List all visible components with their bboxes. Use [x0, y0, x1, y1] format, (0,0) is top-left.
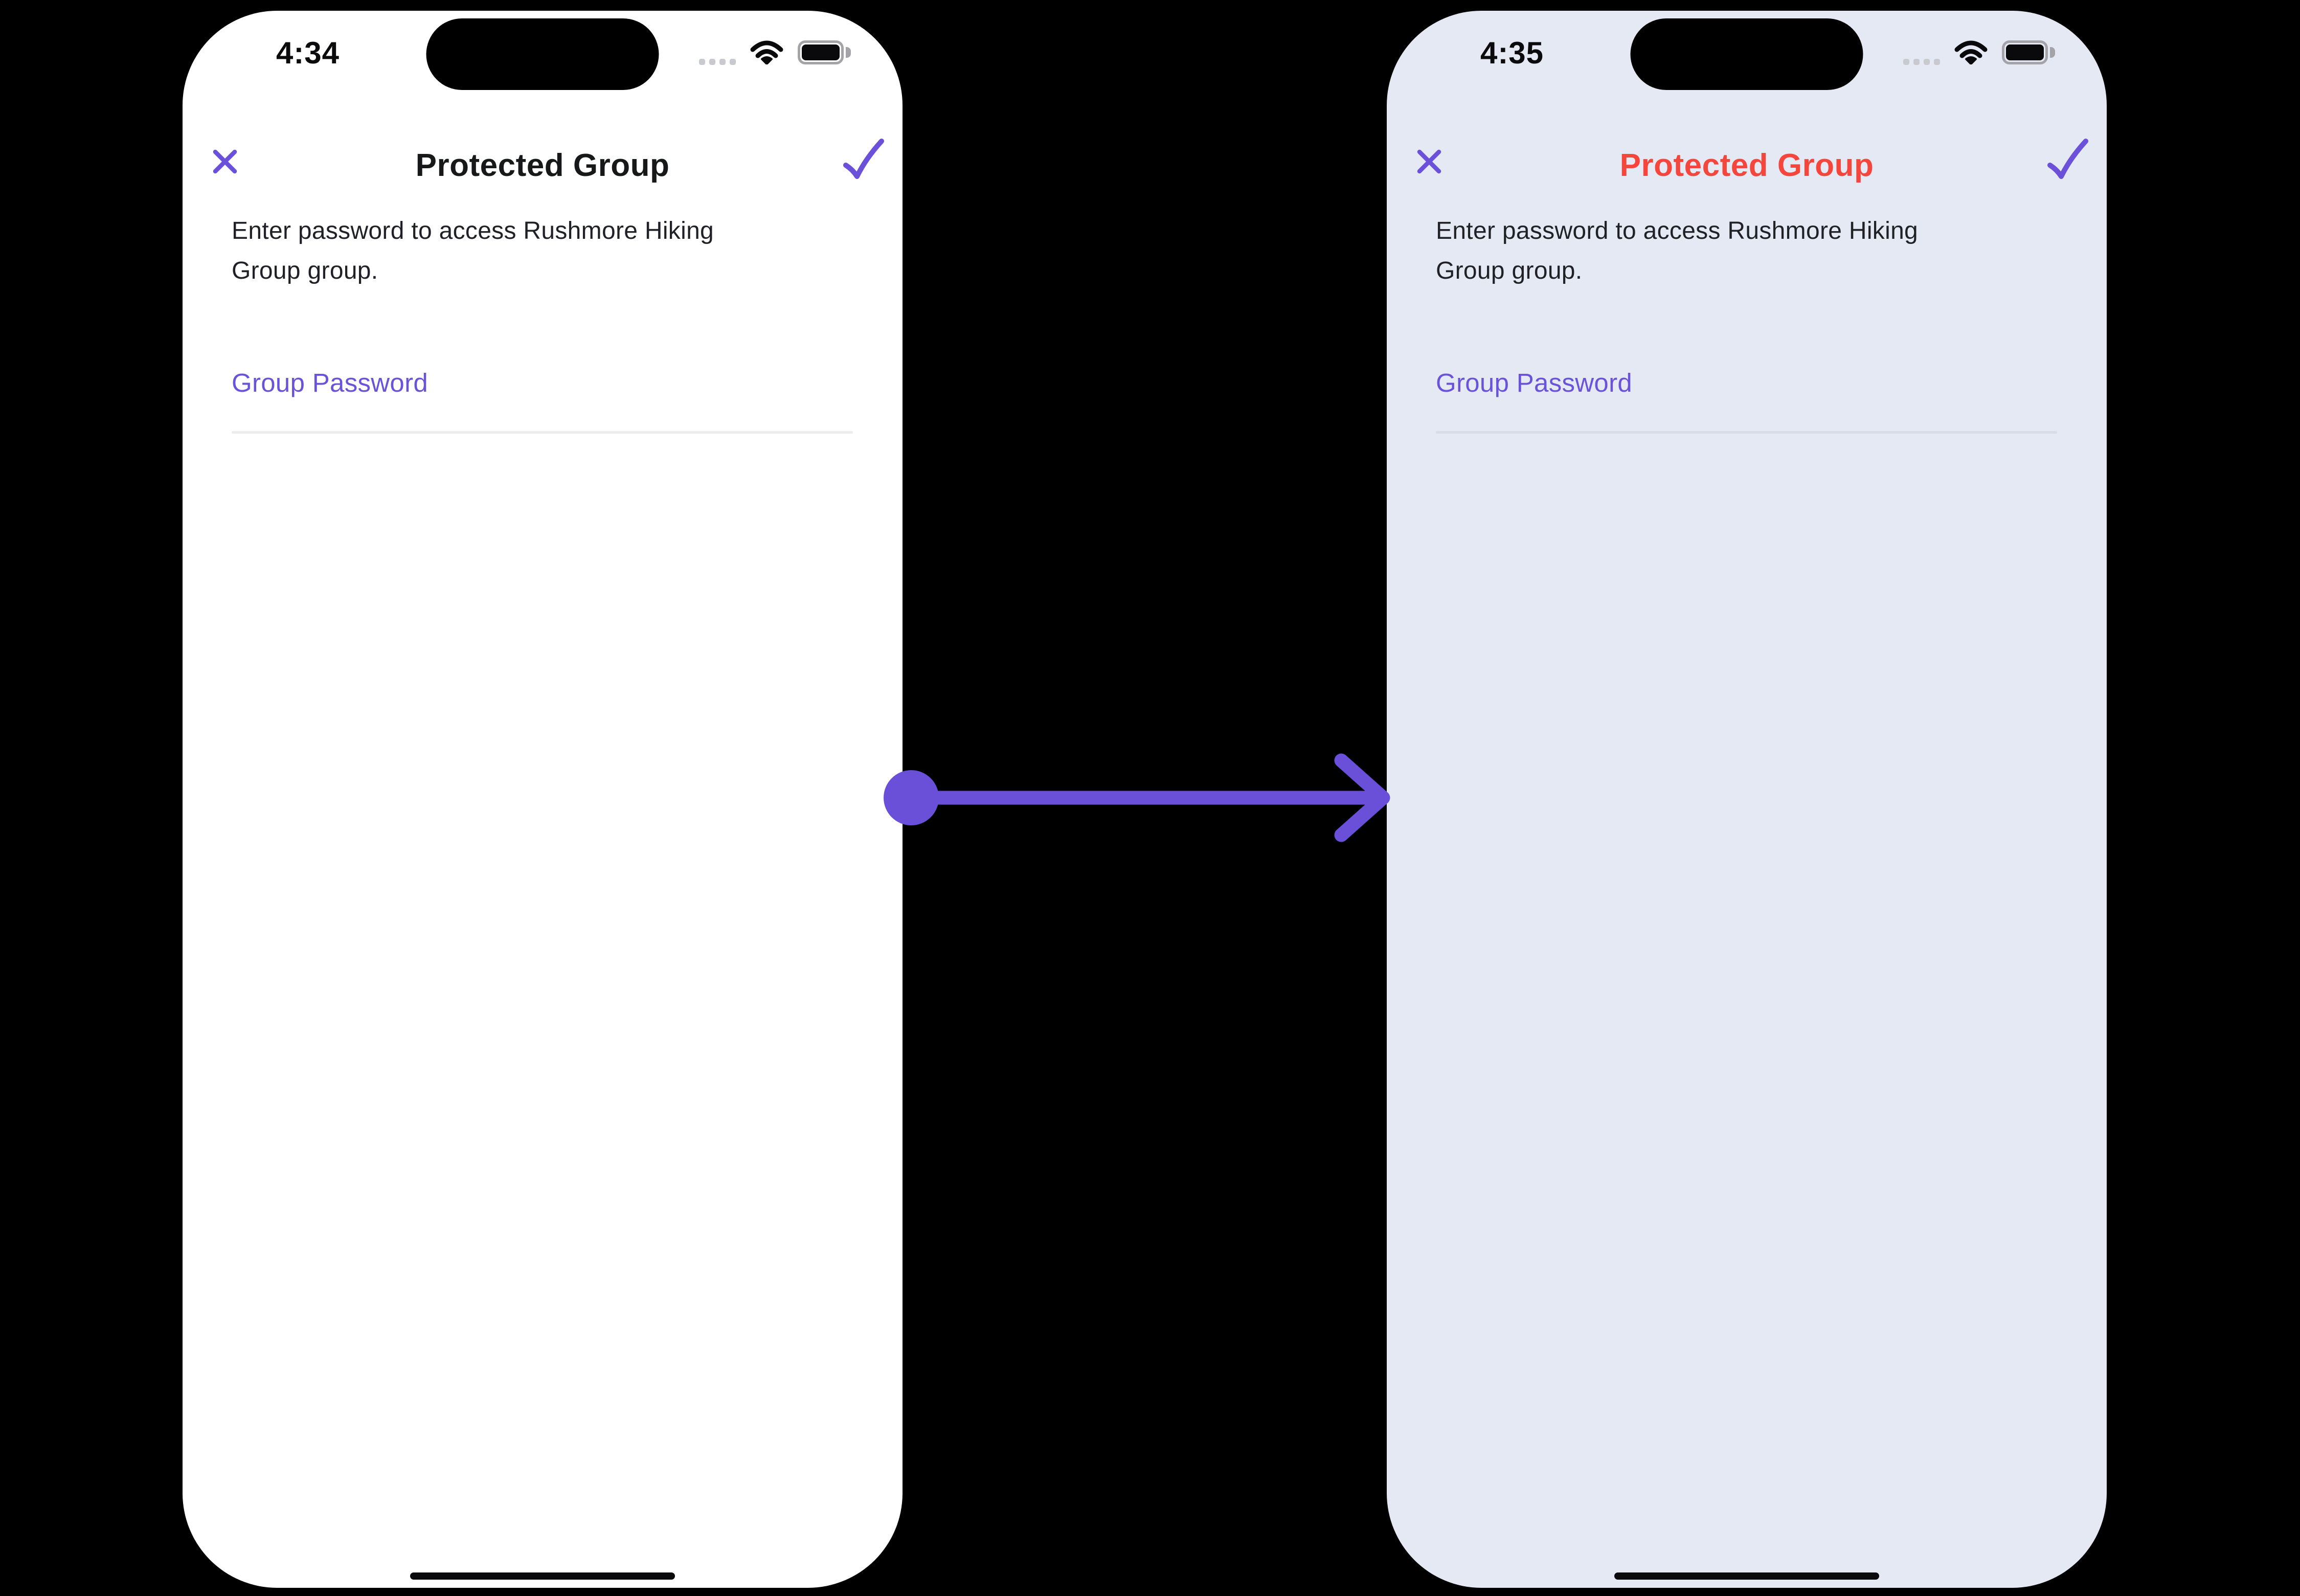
phone-before: 4:34 Protected Group Enter password to a… [183, 11, 903, 1588]
group-password-label: Group Password [232, 368, 429, 397]
page-title: Protected Group [1619, 148, 1874, 183]
confirm-check-icon[interactable] [842, 137, 885, 184]
home-indicator [1614, 1572, 1879, 1580]
dynamic-island [1630, 18, 1863, 90]
wifi-icon [1954, 40, 1988, 64]
home-indicator [410, 1572, 675, 1580]
battery-nub [846, 47, 851, 58]
field-underline [1436, 431, 2057, 434]
transition-arrow-right-icon [884, 753, 1390, 842]
description-text: Enter password to access Rushmore Hiking… [232, 217, 714, 284]
close-icon[interactable] [1414, 147, 1444, 176]
field-underline [232, 431, 853, 434]
status-time: 4:34 [276, 36, 340, 70]
battery-nub [2050, 47, 2055, 58]
confirm-check-icon[interactable] [2046, 137, 2089, 184]
page-title: Protected Group [415, 148, 670, 183]
group-password-label: Group Password [1436, 368, 1633, 397]
battery-icon [798, 40, 844, 64]
group-password-field[interactable]: Group Password [232, 364, 853, 435]
battery-icon [2002, 40, 2048, 64]
cellular-signal-icon [699, 59, 736, 65]
wifi-icon [750, 40, 783, 64]
group-password-field[interactable]: Group Password [1436, 364, 2057, 435]
phone-after: 4:35 Protected Group Enter password to a… [1387, 11, 2107, 1588]
status-time: 4:35 [1480, 36, 1544, 70]
close-icon[interactable] [210, 147, 240, 176]
cellular-signal-icon [1903, 59, 1940, 65]
description-text: Enter password to access Rushmore Hiking… [1436, 217, 1919, 284]
dynamic-island [426, 18, 659, 90]
